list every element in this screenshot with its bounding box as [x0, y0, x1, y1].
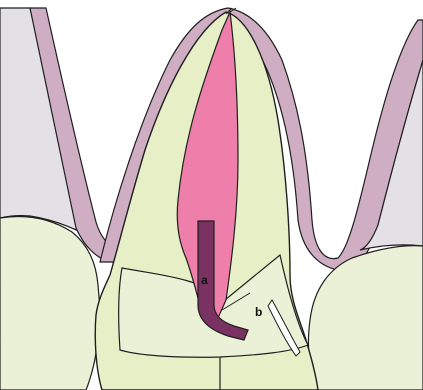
label-b: b: [255, 305, 262, 319]
label-a: a: [201, 273, 208, 287]
